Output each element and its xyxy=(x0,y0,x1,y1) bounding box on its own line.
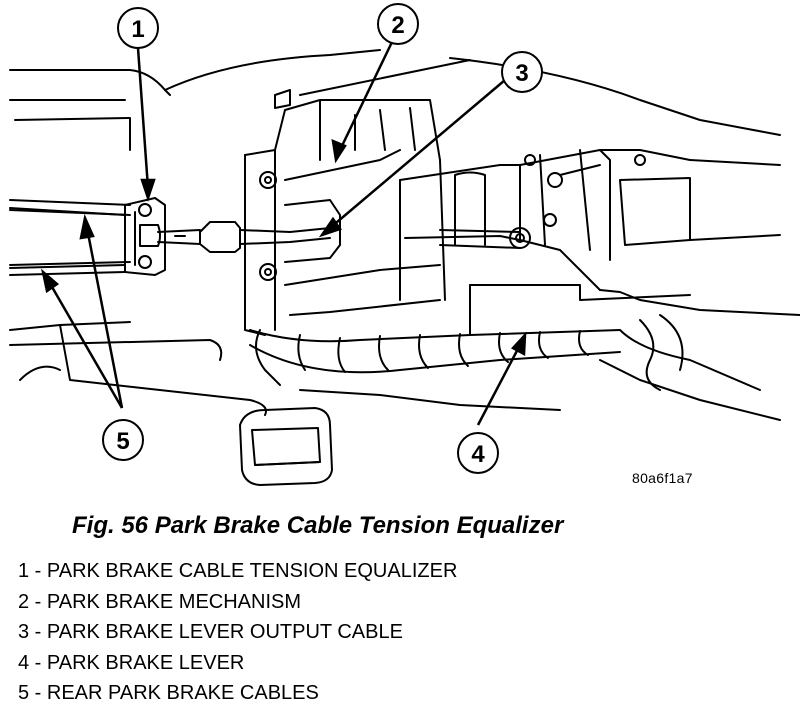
cable-grommet xyxy=(239,407,333,486)
callout-1-label: 1 xyxy=(131,16,144,43)
cable-tension-equalizer xyxy=(124,197,331,276)
callout-2-label: 2 xyxy=(391,12,404,39)
legend-item-3: 3 - PARK BRAKE LEVER OUTPUT CABLE xyxy=(18,621,403,643)
callout-circles: 1 2 3 4 5 xyxy=(102,3,543,474)
leader-lines xyxy=(41,41,527,426)
lower-crossmember xyxy=(249,314,781,421)
legend-list: 1 - PARK BRAKE CABLE TENSION EQUALIZER 2… xyxy=(18,556,457,709)
legend-item-5: 5 - REAR PARK BRAKE CABLES xyxy=(18,682,319,704)
callout-4-circle xyxy=(457,432,499,474)
legend-item-4: 4 - PARK BRAKE LEVER xyxy=(18,651,245,674)
callout-2-circle xyxy=(377,3,419,45)
callout-1-circle xyxy=(117,7,159,49)
upper-body-panel xyxy=(164,49,781,136)
legend-item-1: 1 - PARK BRAKE CABLE TENSION EQUALIZER xyxy=(18,560,458,582)
callout-3-label: 3 xyxy=(515,60,528,87)
brake-equalizer-illustration: 1 2 3 4 5 xyxy=(9,3,800,486)
legend-item-2: 2 - PARK BRAKE MECHANISM xyxy=(18,590,302,613)
left-frame-structure xyxy=(9,69,267,416)
figure-caption: Fig. 56 Park Brake Cable Tension Equaliz… xyxy=(72,512,564,539)
callout-5-label: 5 xyxy=(116,428,129,455)
rear-park-brake-cables xyxy=(9,207,126,269)
callout-4-label: 4 xyxy=(471,441,485,468)
image-code: 80a6f1a7 xyxy=(632,470,693,486)
callout-3-circle xyxy=(501,51,543,93)
callout-5-circle xyxy=(102,419,144,461)
park-brake-lever-housing xyxy=(399,149,800,336)
